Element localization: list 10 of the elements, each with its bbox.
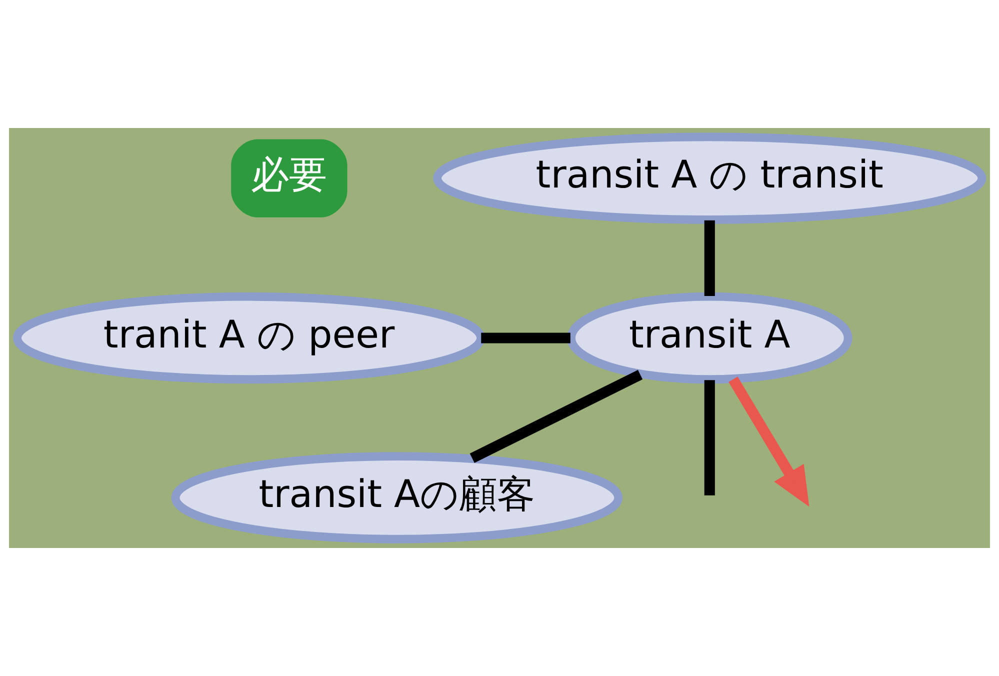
node-ellipse: transit Aの顧客: [171, 452, 623, 544]
arrow: [728, 376, 810, 507]
node-ellipse: transit A: [566, 292, 852, 384]
node-ellipse: tranit A の peer: [13, 292, 486, 384]
node-box: 必要: [231, 139, 348, 218]
connector: [470, 370, 643, 463]
connector: [704, 220, 715, 296]
connector: [481, 332, 570, 344]
node-ellipse: transit A の transit: [433, 132, 986, 224]
connector: [704, 380, 715, 496]
